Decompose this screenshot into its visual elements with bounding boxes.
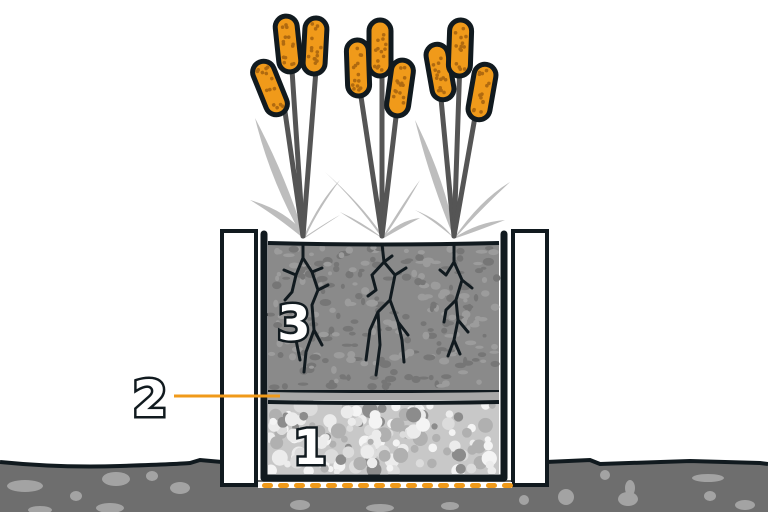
drainage-strip [258,482,513,488]
layer-3-label: 3 [277,296,310,352]
plant-stems [280,57,481,239]
cattail-heads [250,13,499,123]
plant-leaves [250,118,510,238]
layer-1-label: 1 [293,420,326,476]
plant-roots [282,242,474,377]
planter-container [260,230,508,482]
right-border-board [511,229,549,487]
layer-2-label: 2 [133,370,168,428]
ground-stones [7,470,755,512]
fleece-layer [268,392,499,400]
left-border-board [220,229,258,487]
